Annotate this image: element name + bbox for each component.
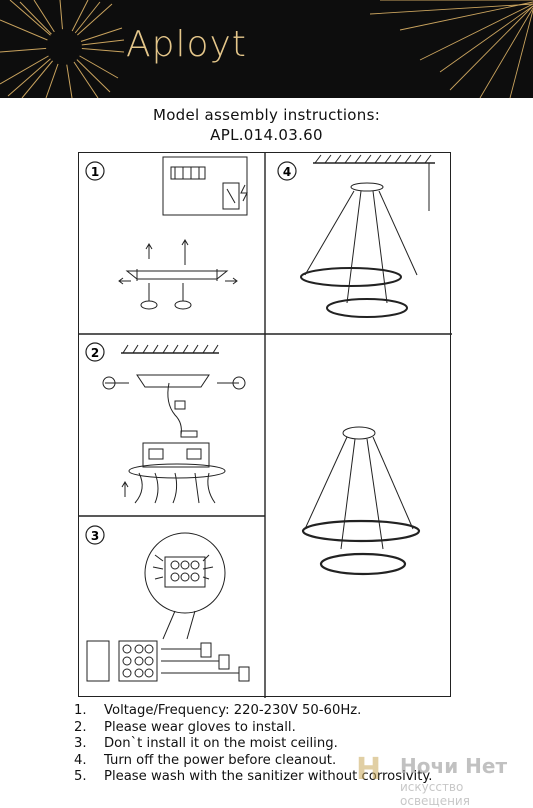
step-1-number: 1 xyxy=(85,161,105,181)
note-number: 4. xyxy=(74,752,87,768)
sun-burst-icon xyxy=(0,0,533,98)
note-text: Please wash with the sanitizer without c… xyxy=(104,769,433,785)
note-number: 3. xyxy=(74,736,87,752)
brand-header: Aployt xyxy=(0,0,533,98)
brand-logo-text: Aployt xyxy=(126,24,247,65)
safety-notes-list: 1. Voltage/Frequency: 220-230V 50-60Hz. 2… xyxy=(74,703,433,786)
list-item: 5. Please wash with the sanitizer without… xyxy=(74,769,433,786)
note-number: 2. xyxy=(74,719,87,735)
note-text: Voltage/Frequency: 220-230V 50-60Hz. xyxy=(104,703,362,718)
watermark: Н Ночи Нет искусство освещения xyxy=(356,752,532,808)
instructions-title: Model assembly instructions: xyxy=(152,106,381,124)
step-3-label: 3 xyxy=(91,529,99,543)
step-1-label: 1 xyxy=(91,165,99,179)
step-2-wiring-illustration xyxy=(102,344,246,504)
note-text: Turn off the power before cleanout. xyxy=(104,752,337,768)
step-3-terminal-illustration xyxy=(86,532,250,682)
note-text: Please wear gloves to install. xyxy=(104,719,296,735)
assembled-chandelier-illustration xyxy=(301,426,421,576)
watermark-logo-icon: Н xyxy=(356,752,382,787)
list-item: 2. Please wear gloves to install. xyxy=(74,720,433,737)
list-item: 4. Turn off the power before cleanout. xyxy=(74,753,433,770)
model-number: APL.014.03.60 xyxy=(210,126,323,144)
step-2-number: 2 xyxy=(85,342,105,362)
assembly-diagram: 1 4 2 3 xyxy=(79,153,452,698)
note-number: 1. xyxy=(74,703,87,718)
step-4-hanging-rings-illustration xyxy=(300,154,435,318)
step-1-bracket-illustration xyxy=(118,156,248,310)
list-item: 3. Don`t install it on the moist ceiling. xyxy=(74,736,433,753)
assembly-diagram-grid: 1 4 2 3 xyxy=(78,152,452,698)
step-2-label: 2 xyxy=(91,346,99,360)
list-item: 1. Voltage/Frequency: 220-230V 50-60Hz. xyxy=(74,703,433,720)
step-4-number: 4 xyxy=(277,161,297,181)
watermark-name: Ночи Нет xyxy=(400,754,508,778)
watermark-subtitle: искусство освещения xyxy=(400,780,470,808)
step-3-number: 3 xyxy=(85,525,105,545)
step-4-label: 4 xyxy=(283,165,291,179)
note-text: Don`t install it on the moist ceiling. xyxy=(104,736,338,752)
note-number: 5. xyxy=(74,769,87,785)
